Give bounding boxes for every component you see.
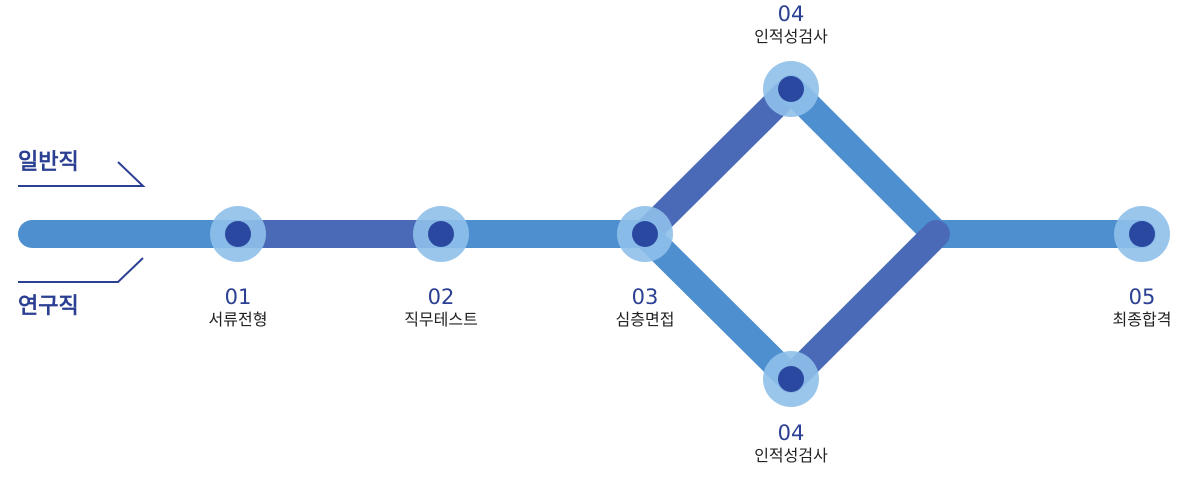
line-03-04-lower — [631, 220, 805, 393]
node-03 — [617, 206, 673, 262]
step-label-04-lower: 04 인적성검사 — [711, 421, 871, 467]
research-track-arrow — [18, 257, 144, 283]
line-04-lower-join — [777, 220, 950, 393]
step-number: 05 — [1128, 285, 1156, 309]
node-01 — [210, 206, 266, 262]
step-name: 인적성검사 — [754, 446, 828, 466]
general-track-arrow — [18, 161, 146, 187]
node-05 — [1114, 206, 1170, 262]
step-number: 02 — [427, 285, 455, 309]
step-name: 서류전형 — [208, 310, 268, 330]
track-label-general: 일반직 — [18, 150, 79, 175]
step-number: 04 — [777, 2, 805, 26]
step-label-05: 05 최종합격 — [1062, 285, 1200, 331]
step-label-02: 02 직무테스트 — [361, 285, 521, 331]
node-04-lower — [763, 351, 819, 407]
line-03-04-upper — [631, 75, 805, 248]
node-02 — [413, 206, 469, 262]
node-04-upper — [763, 61, 819, 117]
step-label-03: 03 심층면접 — [565, 285, 725, 331]
step-name: 최종합격 — [1112, 310, 1172, 330]
track-label-research: 연구직 — [18, 294, 79, 319]
step-name: 인적성검사 — [754, 27, 828, 47]
step-name: 심층면접 — [615, 310, 675, 330]
step-label-01: 01 서류전형 — [158, 285, 318, 331]
step-label-04-upper: 04 인적성검사 — [711, 2, 871, 48]
line-04-upper-join — [777, 75, 950, 248]
step-number: 03 — [631, 285, 659, 309]
step-number: 01 — [224, 285, 252, 309]
step-number: 04 — [777, 421, 805, 445]
step-name: 직무테스트 — [404, 310, 478, 330]
